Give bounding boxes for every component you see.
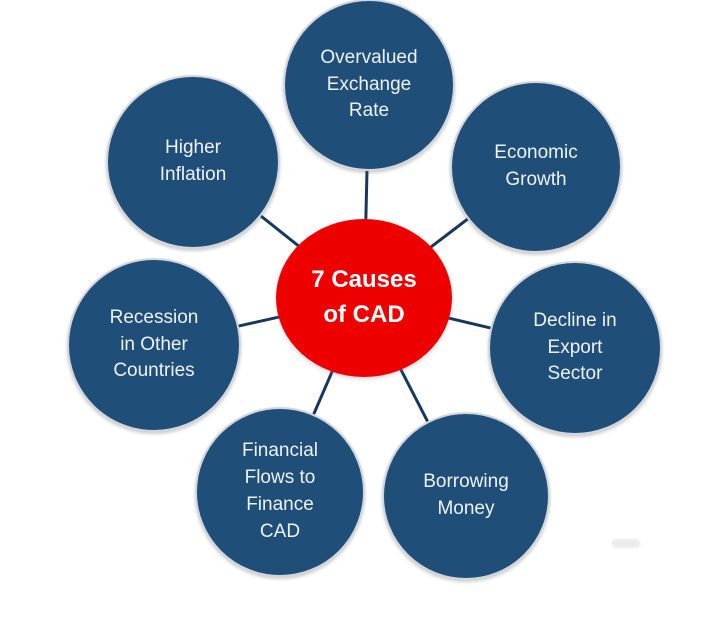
node-label: Recession in Other Countries (109, 306, 199, 382)
node-label: Overvalued Exchange Rate (320, 46, 418, 122)
node-higher-inflation: Higher Inflation (106, 75, 280, 249)
node-economic-growth: Economic Growth (450, 81, 622, 253)
node-financial-flows-to-finance-cad: Financial Flows to Finance CAD (195, 407, 365, 577)
node-overvalued-exchange-rate: Overvalued Exchange Rate (283, 0, 455, 171)
node-recession-in-other-countries: Recession in Other Countries (67, 258, 241, 432)
node-label: Financial Flows to Finance CAD (241, 440, 319, 542)
node-borrowing-money: Borrowing Money (382, 412, 550, 580)
node-label: Borrowing Money (423, 471, 509, 519)
node-label: Higher Inflation (159, 137, 227, 185)
node-label: Decline in Export Sector (533, 309, 617, 385)
hub-label: 7 Causes of CAD (311, 266, 417, 328)
node-decline-in-export-sector: Decline in Export Sector (488, 261, 662, 435)
node-label: Economic Growth (494, 142, 578, 190)
faint-watermark-artifact (612, 539, 640, 548)
hub-7-causes-of-cad: 7 Causes of CAD (276, 219, 452, 377)
